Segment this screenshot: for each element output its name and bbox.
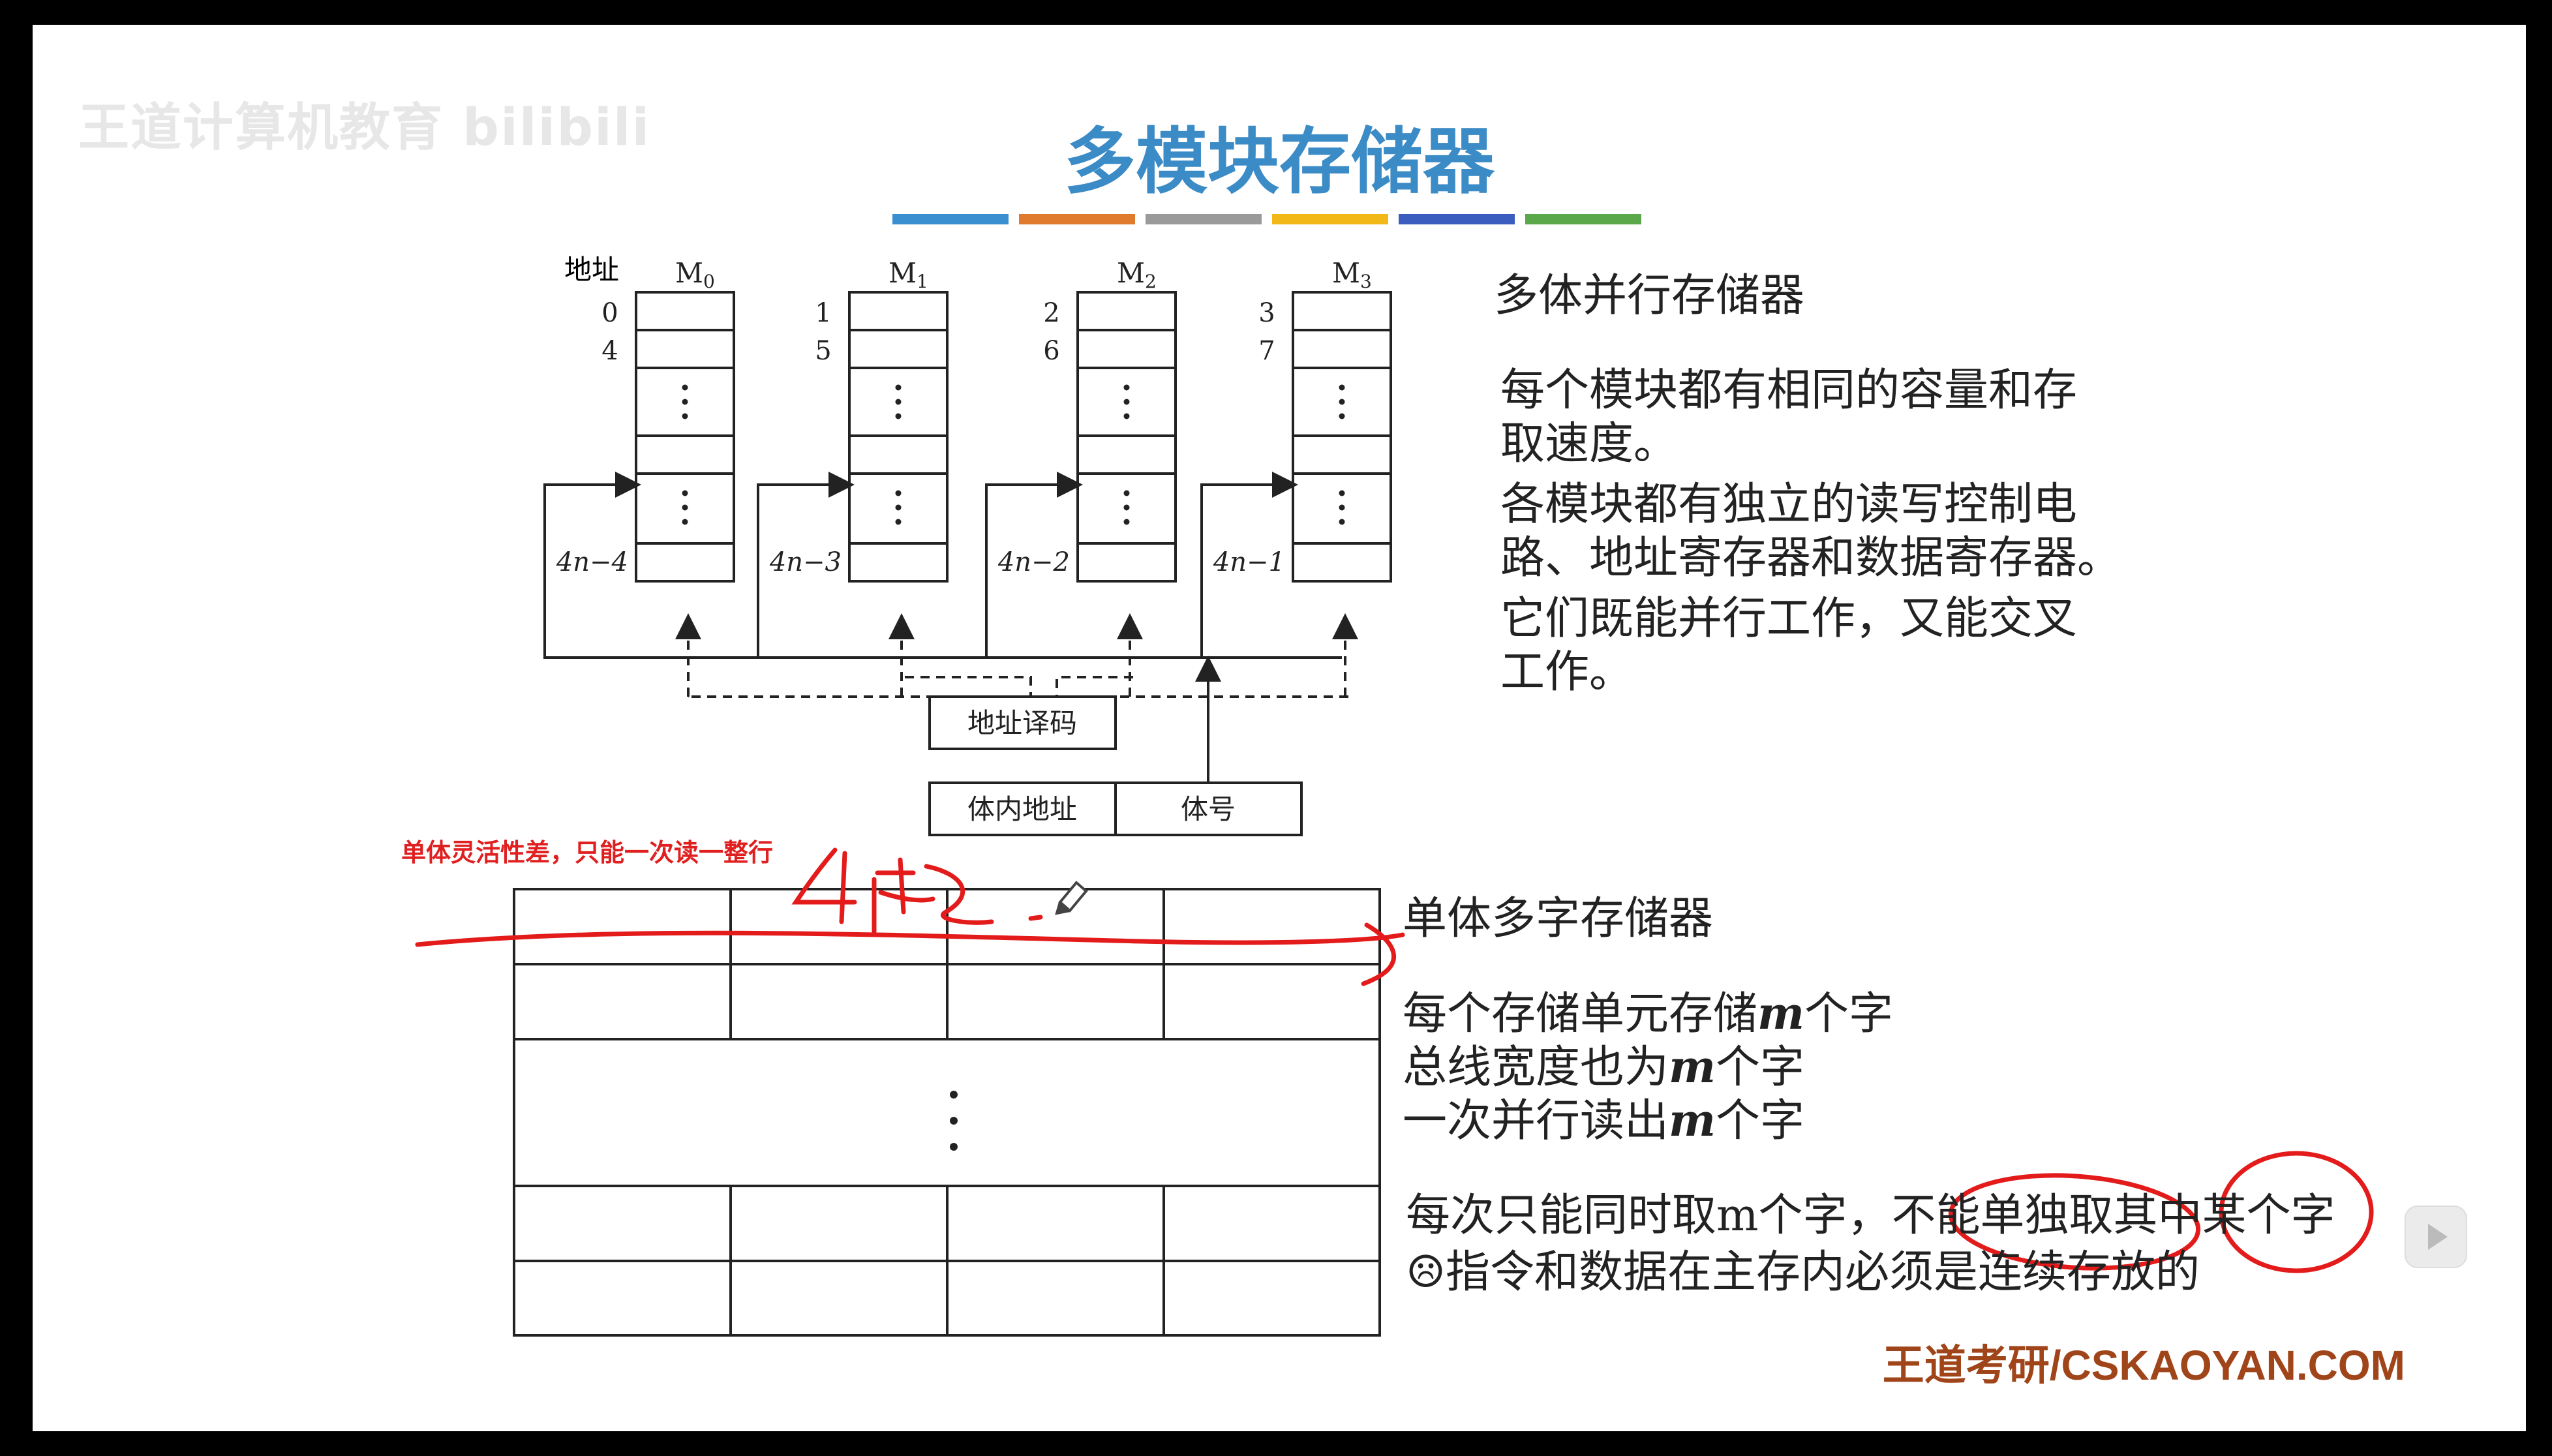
module-address: 1 xyxy=(815,298,831,328)
multi-bank-heading: 多体并行存储器 xyxy=(1494,270,1805,322)
module-last-address: 4n−3 xyxy=(769,547,842,577)
address-decoder-label: 地址译码 xyxy=(967,707,1077,739)
table-ellipsis xyxy=(950,1091,958,1151)
module-address: 4 xyxy=(601,336,618,366)
address-label: 地址 xyxy=(564,254,619,286)
module-address: 6 xyxy=(1043,336,1059,366)
divider-segment xyxy=(1525,214,1641,224)
memory-module: M3 3 7 4n−1 xyxy=(1213,257,1392,583)
footer-brand: 王道考研/CSKAOYAN.COM xyxy=(1882,1342,2405,1389)
single-bank-line-2: 总线宽度也为m个字 xyxy=(1403,1041,1804,1093)
multi-bank-para2-line2: 路、地址寄存器和数据寄存器。 xyxy=(1500,532,2122,584)
memory-module: M2 2 6 4n−2 xyxy=(997,257,1177,583)
single-bank-heading: 单体多字存储器 xyxy=(1403,893,1714,945)
multi-bank-para3-line1: 它们既能并行工作，又能交叉 xyxy=(1500,593,2078,645)
divider-segment xyxy=(1019,214,1135,224)
divider-segment xyxy=(1146,214,1262,224)
intra-bank-address-field: 体内地址 xyxy=(967,793,1077,825)
module-name: M0 xyxy=(675,257,715,292)
bank-number-field: 体号 xyxy=(1181,793,1236,825)
single-bank-line-1: 每个存储单元存储m个字 xyxy=(1403,988,1893,1040)
module-name: M1 xyxy=(889,257,928,292)
module-address: 3 xyxy=(1258,298,1275,328)
module-address: 0 xyxy=(601,298,618,328)
memory-module: M0 0 4 4n−4 xyxy=(556,257,735,583)
module-address: 2 xyxy=(1043,298,1059,328)
module-address: 7 xyxy=(1258,336,1275,366)
module-last-address: 4n−2 xyxy=(997,547,1070,577)
divider-segment xyxy=(892,214,1009,224)
divider-segment xyxy=(1399,214,1515,224)
address-decoder-box xyxy=(928,695,1117,750)
slide: 王道计算机教育 bilibili 多模块存储器 M0 0 4 4n−4 M1 1 5 4n−3… xyxy=(33,25,2526,1431)
multi-bank-para2-line1: 各模块都有独立的读写控制电 xyxy=(1500,479,2078,530)
multi-bank-para3-line2: 工作。 xyxy=(1500,646,1634,698)
single-bank-note-1: 每次只能同时取m个字，不能单独取其中某个字 xyxy=(1406,1190,2335,1241)
divider-segment xyxy=(1272,214,1388,224)
multi-bank-diagram: M0 0 4 4n−4 M1 1 5 4n−3 M2 2 6 4n−2 M3 3 7 4n−1 地址 地址译码… xyxy=(415,254,2374,1337)
memory-module: M1 1 5 4n−3 xyxy=(769,257,949,583)
single-bank-table xyxy=(513,888,1381,1337)
slide-title: 多模块存储器 xyxy=(1064,120,1495,204)
module-name: M2 xyxy=(1117,257,1157,292)
single-bank-line-3: 一次并行读出m个字 xyxy=(1403,1095,1804,1147)
multi-bank-para1-line2: 取速度。 xyxy=(1500,418,1679,470)
play-button[interactable] xyxy=(2405,1206,2467,1268)
red-annotation-note: 单体灵活性差，只能一次读一整行 xyxy=(401,838,774,867)
watermark: 王道计算机教育 bilibili xyxy=(78,99,651,157)
module-last-address: 4n−4 xyxy=(556,547,628,577)
multi-bank-para1-line1: 每个模块都有相同的容量和存 xyxy=(1500,365,2078,416)
pen-cursor-icon xyxy=(1055,881,1088,915)
single-bank-note-2: ☹指令和数据在主存内必须是连续存放的 xyxy=(1406,1247,2200,1298)
module-address: 5 xyxy=(815,336,831,366)
red-ink-annotations xyxy=(415,847,2374,1273)
module-name: M3 xyxy=(1332,257,1372,292)
module-last-address: 4n−1 xyxy=(1213,547,1285,577)
